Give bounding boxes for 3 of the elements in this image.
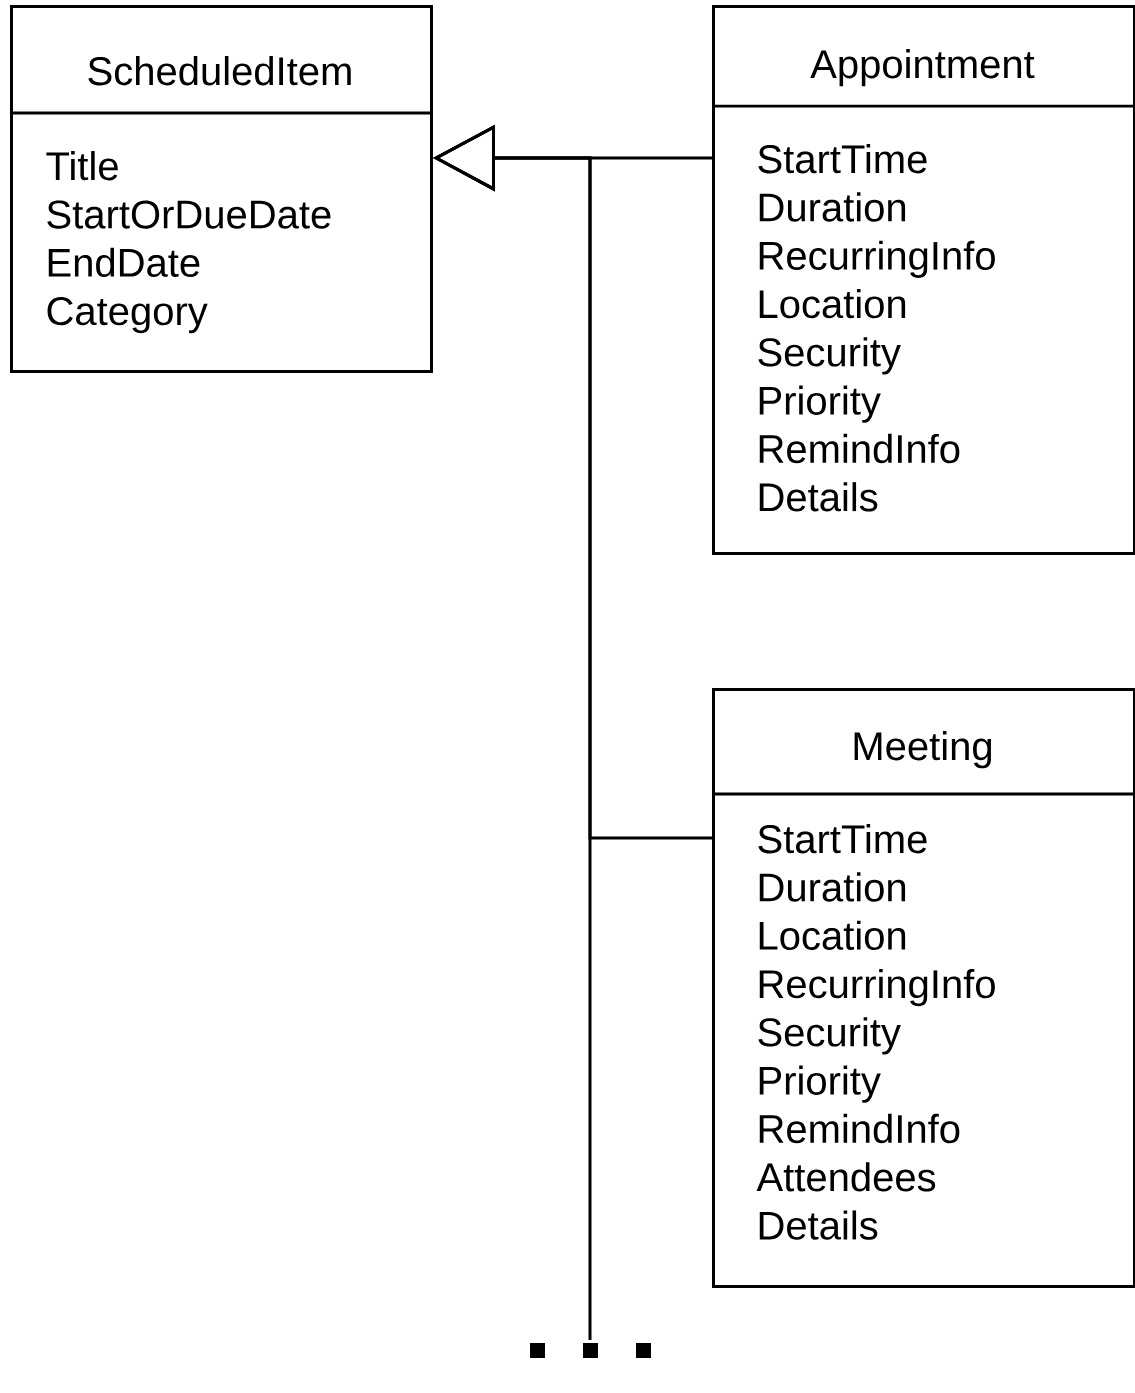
- class-box: Appointment StartTime Duration RecurringInfo Location Security Priority RemindInfo Details: [712, 5, 1135, 555]
- class-box: Meeting StartTime Duration Location RecurringInfo Security Priority RemindInfo Attendees Details: [712, 688, 1135, 1288]
- class-box: ScheduledItem Title StartOrDueDate EndDate Category: [10, 5, 433, 373]
